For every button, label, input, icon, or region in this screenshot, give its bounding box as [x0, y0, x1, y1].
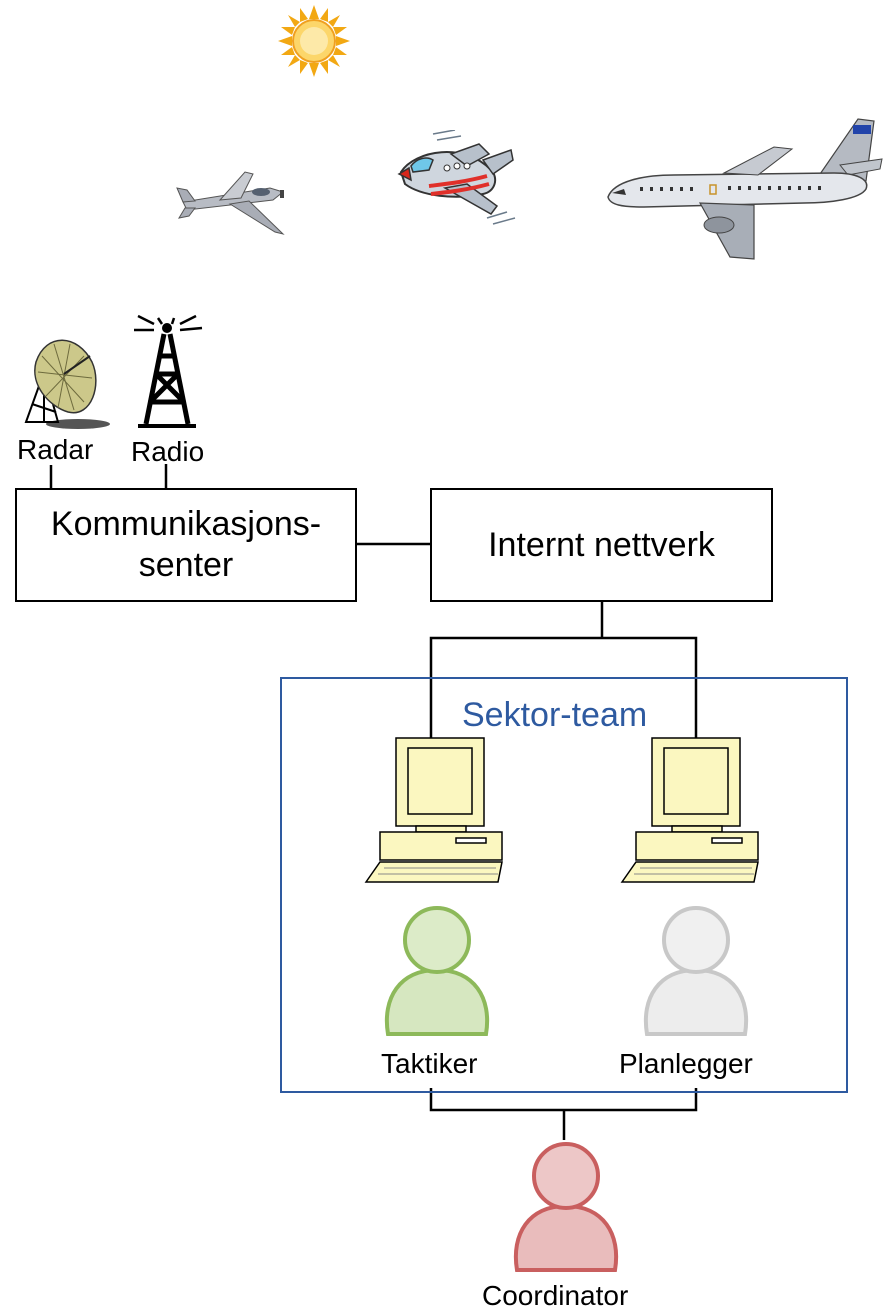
- computer-icon: [620, 737, 759, 883]
- coordinator-label: Coordinator: [482, 1280, 629, 1311]
- radio-label: Radio: [131, 436, 205, 467]
- radar-dish-icon: [24, 339, 110, 429]
- internal-network-box: Internt nettverk: [430, 488, 773, 602]
- taktiker-label: Taktiker: [381, 1048, 478, 1079]
- internal-network-label: Internt nettverk: [488, 525, 715, 564]
- sector-team-box: [280, 677, 848, 1093]
- planlegger-label: Planlegger: [619, 1048, 753, 1079]
- person-icon: [513, 1142, 619, 1272]
- person-icon: [384, 906, 490, 1036]
- network-computers-connector: [429, 636, 698, 738]
- communication-center-label-line1: Kommunikasjons-: [50, 505, 322, 544]
- airliner-icon: [607, 118, 883, 260]
- communication-center-box: Kommunikasjons- senter: [15, 488, 357, 602]
- cartoon-plane-icon: [397, 130, 516, 225]
- radio-tower-icon: [134, 314, 203, 428]
- computer-icon: [364, 737, 503, 883]
- sun-icon: [278, 5, 350, 77]
- person-icon: [643, 906, 749, 1036]
- communication-center-label-line2: senter: [138, 546, 234, 584]
- sector-team-title: Sektor-team: [462, 696, 648, 734]
- radar-label: Radar: [17, 434, 94, 465]
- small-plane-icon: [176, 171, 285, 235]
